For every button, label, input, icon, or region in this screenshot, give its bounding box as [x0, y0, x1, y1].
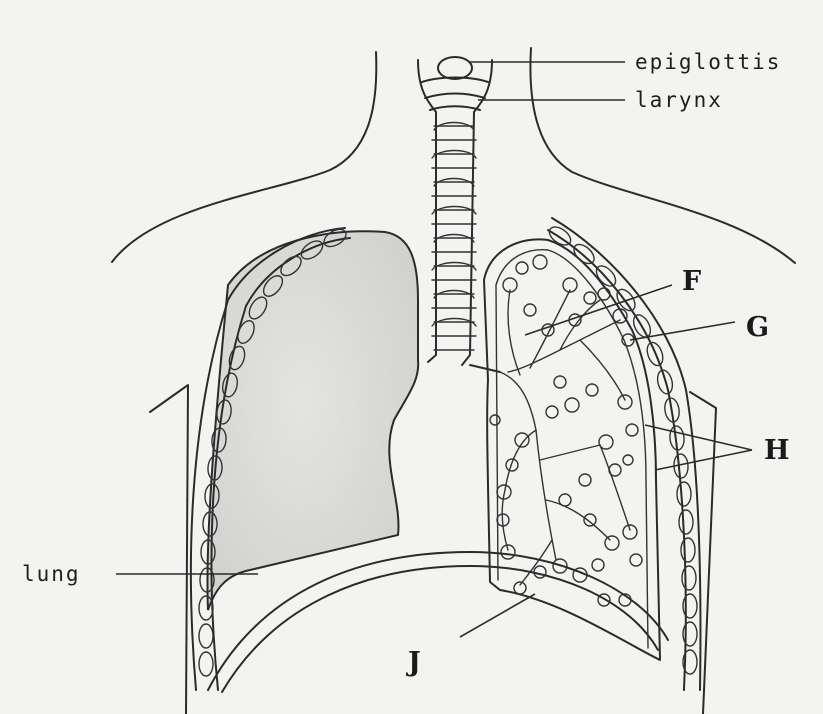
label-H: H [764, 435, 790, 466]
label-G: G [746, 312, 769, 343]
label-epiglottis: epiglottis [635, 50, 781, 74]
label-lung: lung [22, 562, 81, 586]
right-rib-cage [546, 218, 700, 690]
trachea [418, 57, 500, 372]
right-lung [484, 239, 660, 660]
left-lung [207, 231, 418, 610]
label-F: F [682, 266, 701, 297]
body-outline [112, 48, 795, 714]
label-larynx: larynx [635, 88, 723, 112]
diaphragm [208, 552, 668, 692]
label-J: J [406, 647, 421, 678]
